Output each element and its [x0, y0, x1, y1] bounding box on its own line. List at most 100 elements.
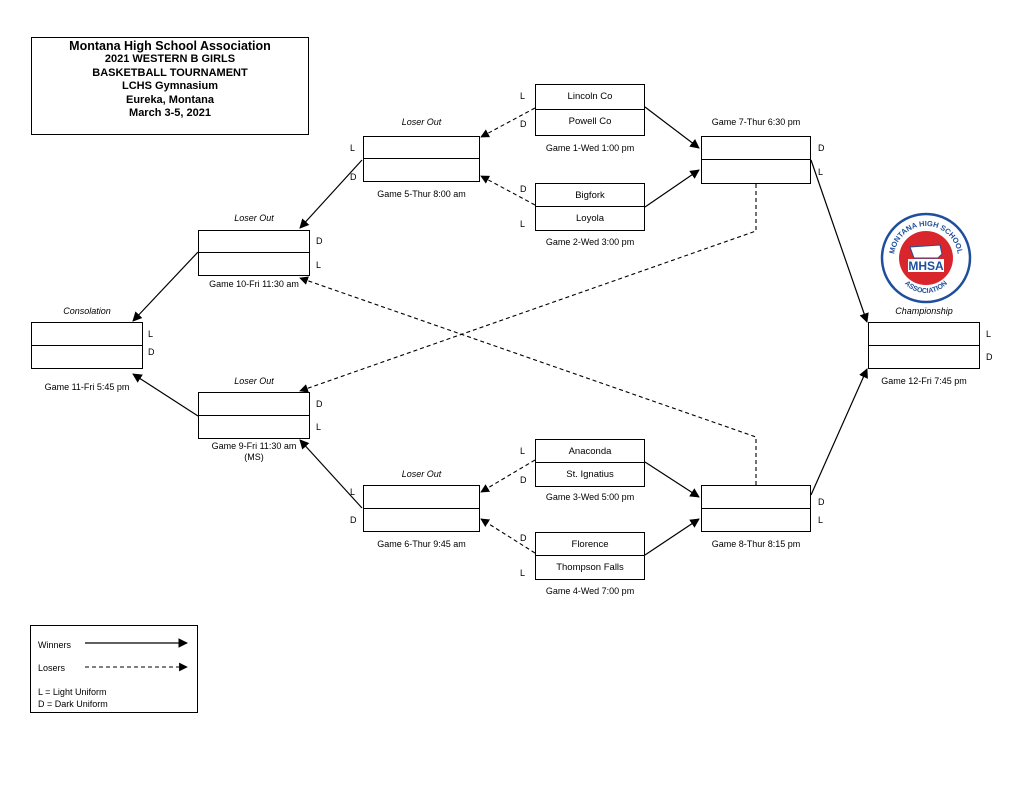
game-2-team-top: Bigfork	[536, 184, 644, 207]
game-12-team-top	[869, 323, 979, 346]
game-8-team-bottom	[702, 509, 810, 532]
game-1-slot: Lincoln Co Powell Co	[535, 84, 645, 136]
game-12-slot	[868, 322, 980, 369]
loser-line-g7-g9	[299, 184, 757, 393]
game-9-top-uniform: D	[316, 399, 323, 409]
game-1-caption: Game 1-Wed 1:00 pm	[545, 143, 635, 153]
game-9-label: Loser Out	[234, 376, 274, 386]
tournament-name: BASKETBALL TOURNAMENT	[92, 66, 248, 79]
game-8-team-top	[702, 486, 810, 509]
game-4-team-top: Florence	[536, 533, 644, 556]
legend-winners-arrow	[85, 638, 188, 648]
game-12-team-bottom	[869, 346, 979, 369]
game-11-label: Consolation	[63, 306, 111, 316]
game-8-bottom-uniform: L	[818, 515, 824, 525]
game-6-caption: Game 6-Thur 9:45 am	[377, 539, 466, 549]
game-6-team-top	[364, 486, 479, 509]
game-1-team-bottom: Powell Co	[568, 116, 612, 127]
game-6-bottom-uniform: D	[350, 515, 357, 525]
winner-line-g2-g7	[644, 169, 700, 208]
game-1-team-top: Lincoln Co	[536, 85, 644, 110]
game-3-top-uniform: L	[520, 446, 526, 456]
game-5-team-bottom	[364, 159, 479, 181]
org-name: Montana High School Association	[69, 39, 271, 53]
game-11-top-uniform: L	[148, 329, 154, 339]
game-8-slot	[701, 485, 811, 532]
game-4-bottom-uniform: L	[520, 568, 526, 578]
game-3-slot: Anaconda St. Ignatius	[535, 439, 645, 487]
game-12-label: Championship	[895, 306, 953, 316]
winner-line-g7-g12	[810, 159, 869, 323]
winner-line-g4-g8	[644, 518, 700, 556]
game-1-top-uniform: L	[520, 91, 526, 101]
game-2-slot: Bigfork Loyola	[535, 183, 645, 231]
winner-line-g8-g12	[810, 368, 868, 496]
game-5-top-uniform: L	[350, 143, 356, 153]
game-10-team-top	[199, 231, 309, 253]
game-6-team-bottom	[364, 509, 479, 532]
game-11-slot	[31, 322, 143, 369]
winner-line-g9-g11	[132, 373, 199, 417]
game-2-caption: Game 2-Wed 3:00 pm	[545, 237, 635, 247]
venue: LCHS Gymnasium	[122, 80, 218, 92]
loser-line-g4-g6	[480, 518, 536, 554]
legend-box: Winners Losers L = Light Uniform D = Dar…	[30, 625, 198, 713]
winner-line-g6-g9	[299, 439, 363, 509]
game-11-bottom-uniform: D	[148, 347, 155, 357]
loser-line-g1-g5	[480, 107, 536, 138]
game-9-team-top	[199, 393, 309, 416]
winner-line-g1-g7	[644, 106, 700, 149]
legend-losers-label: Losers	[38, 663, 66, 673]
game-4-slot: Florence Thompson Falls	[535, 532, 645, 580]
legend-dark-uniform: D = Dark Uniform	[38, 699, 108, 709]
legend-losers-arrow	[85, 662, 188, 672]
game-7-top-uniform: D	[818, 143, 825, 153]
game-9-team-bottom	[199, 416, 309, 439]
game-11-team-top	[32, 323, 142, 346]
game-2-bottom-uniform: L	[520, 219, 526, 229]
game-3-bottom-uniform: D	[520, 475, 527, 485]
game-6-top-uniform: L	[350, 487, 356, 497]
game-10-top-uniform: D	[316, 236, 323, 246]
game-12-caption: Game 12-Fri 7:45 pm	[881, 376, 967, 386]
game-8-top-uniform: D	[818, 497, 825, 507]
loser-line-g2-g5	[480, 175, 536, 206]
game-12-bottom-uniform: D	[986, 352, 993, 362]
game-5-team-top	[364, 137, 479, 159]
game-4-caption: Game 4-Wed 7:00 pm	[545, 586, 635, 596]
game-10-label: Loser Out	[234, 213, 274, 223]
game-4-top-uniform: D	[520, 533, 527, 543]
game-7-bottom-uniform: L	[818, 167, 824, 177]
loser-line-g8-g10	[299, 276, 757, 485]
game-4-team-bottom: Thompson Falls	[556, 562, 624, 573]
dates: March 3-5, 2021	[129, 107, 211, 119]
event-name: 2021 WESTERN B GIRLS	[104, 53, 236, 65]
logo-abbr: MHSA	[908, 259, 944, 273]
game-10-slot	[198, 230, 310, 276]
game-8-caption: Game 8-Thur 8:15 pm	[711, 539, 801, 549]
game-1-bottom-uniform: D	[520, 119, 527, 129]
loser-line-g3-g6	[480, 459, 536, 493]
game-9-caption: Game 9-Fri 11:30 am	[211, 441, 297, 451]
game-5-bottom-uniform: D	[350, 172, 357, 182]
legend-light-uniform: L = Light Uniform	[38, 687, 107, 697]
game-9-note: (MS)	[244, 452, 264, 462]
game-5-caption: Game 5-Thur 8:00 am	[377, 189, 466, 199]
game-7-slot	[701, 136, 811, 184]
game-10-caption: Game 10-Fri 11:30 am	[209, 279, 299, 289]
game-9-slot	[198, 392, 310, 439]
winner-line-g3-g8	[644, 461, 700, 498]
game-5-label: Loser Out	[401, 117, 442, 127]
mhsa-logo: MHSA MONTANA HIGH SCHOOL ASSOCIATION	[880, 212, 972, 304]
game-2-team-bottom: Loyola	[576, 213, 604, 224]
game-3-team-bottom: St. Ignatius	[566, 469, 614, 480]
game-10-team-bottom	[199, 253, 309, 275]
game-12-top-uniform: L	[986, 329, 992, 339]
game-9-bottom-uniform: L	[316, 422, 322, 432]
game-3-team-top: Anaconda	[536, 440, 644, 463]
game-5-slot	[363, 136, 480, 182]
game-7-caption: Game 7-Thur 6:30 pm	[711, 117, 801, 127]
game-6-slot	[363, 485, 480, 532]
game-2-top-uniform: D	[520, 184, 527, 194]
game-7-team-bottom	[702, 160, 810, 183]
